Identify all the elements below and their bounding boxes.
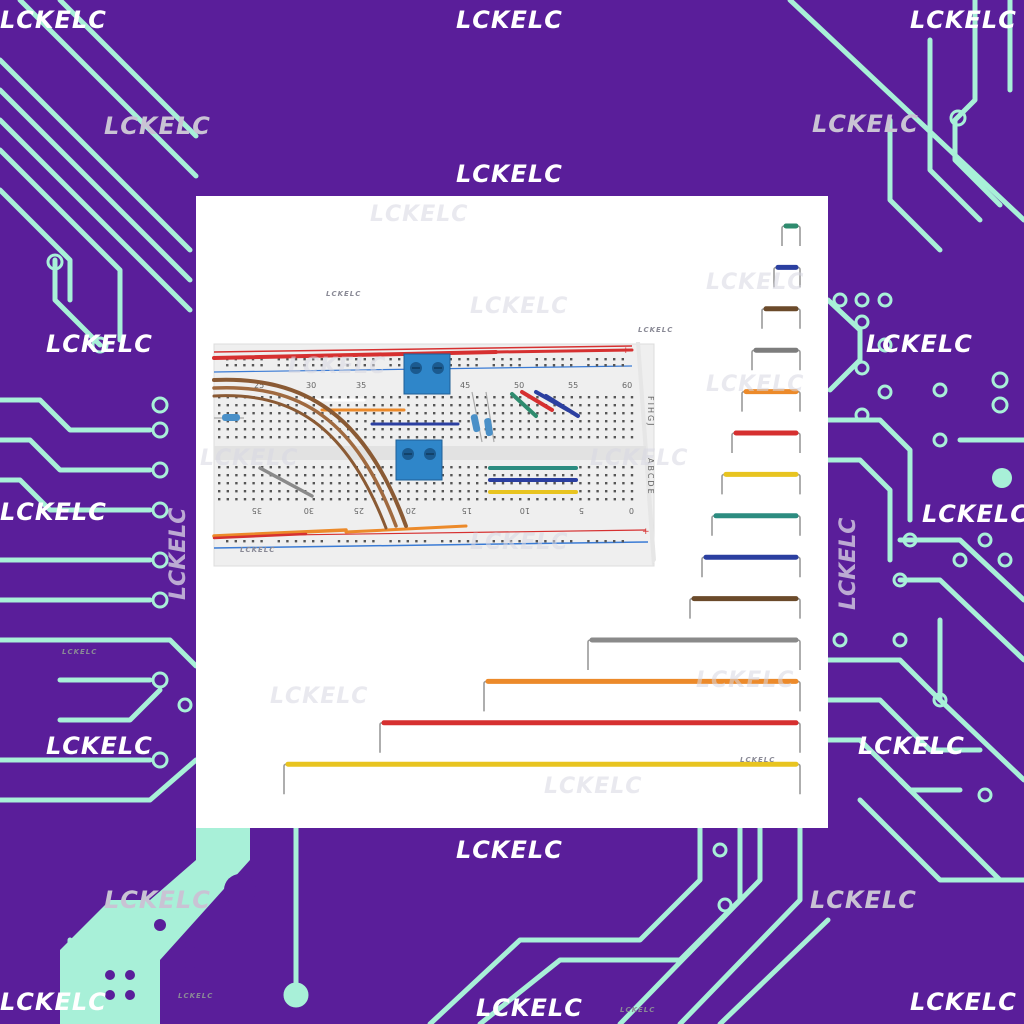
column-number: 30 — [306, 381, 316, 390]
jumper-wire-lead — [283, 763, 801, 795]
jumper-wire-lead — [379, 722, 801, 753]
column-number: 45 — [460, 381, 470, 390]
column-number: 60 — [622, 381, 632, 390]
watermark-text: LCKELC — [922, 500, 1024, 528]
watermark-text: LCKELC — [240, 546, 276, 554]
watermark-text: LCKELC — [0, 6, 107, 34]
jumper-wire-lead — [689, 597, 801, 619]
watermark-text: LCKELC — [456, 6, 563, 34]
product-image-panel: 25 30 35 40 45 50 55 60 35 30 25 20 15 1… — [196, 196, 828, 828]
jumper-wire-lead — [711, 515, 801, 536]
watermark-text: LCKELC — [0, 988, 107, 1016]
terminal-blocks — [395, 353, 451, 481]
column-number: 0 — [629, 506, 634, 515]
watermark-text: LCKELC — [104, 112, 211, 140]
watermark-text: LCKELC — [706, 372, 805, 397]
watermark-text: LCKELC — [46, 732, 153, 760]
watermark-text: LCKELC — [104, 886, 211, 914]
watermark-text: LCKELC — [544, 774, 643, 799]
jumper-wire-lead — [731, 432, 801, 453]
column-number: 10 — [520, 506, 530, 515]
watermark-text: LCKELC — [470, 530, 569, 555]
jumper-wire-lead — [781, 225, 801, 246]
column-number: 15 — [462, 506, 472, 515]
watermark-text: LCKELC — [590, 446, 689, 471]
jumper-wire-lead — [701, 556, 801, 578]
watermark-text: LCKELC — [910, 988, 1017, 1016]
column-number: 20 — [406, 506, 416, 515]
watermark-text: LCKELC — [740, 756, 776, 764]
watermark-text: LCKELC — [810, 886, 917, 914]
column-number: 55 — [568, 381, 578, 390]
watermark-text: LCKELC — [46, 330, 153, 358]
column-number: 25 — [254, 381, 264, 390]
column-number: 35 — [252, 506, 262, 515]
jumper-wire-lead — [721, 473, 801, 495]
watermark-text: LCKELC — [866, 330, 973, 358]
watermark-text: LCKELC — [270, 684, 369, 709]
row-letters: FIHGJ — [646, 396, 655, 428]
jumper-wire-set — [283, 223, 801, 795]
resistors — [214, 391, 495, 443]
watermark-text: LCKELC — [288, 354, 387, 379]
watermark-text: LCKELC — [476, 994, 583, 1022]
watermark-text: LCKELC — [370, 202, 469, 227]
column-number: 30 — [304, 506, 314, 515]
board-wires — [212, 348, 634, 540]
watermark-text: LCKELC — [812, 110, 919, 138]
breadboard-photo: 25 30 35 40 45 50 55 60 35 30 25 20 15 1… — [212, 223, 801, 795]
watermark-text: LCKELC — [910, 6, 1017, 34]
watermark-text: LCKELC — [836, 517, 861, 610]
column-number: 5 — [579, 506, 584, 515]
watermark-text: LCKELC — [456, 836, 563, 864]
watermark-text: LCKELC — [858, 732, 965, 760]
watermark-text: LCKELC — [638, 326, 674, 334]
watermark-text: LCKELC — [166, 507, 191, 600]
watermark-text: LCKELC — [706, 270, 805, 295]
jumper-wire-lead — [761, 308, 801, 329]
watermark-text: LCKELC — [200, 446, 299, 471]
watermark-text: LCKELC — [470, 294, 569, 319]
watermark-text: LCKELC — [456, 160, 563, 188]
watermark-text: LCKELC — [620, 1006, 656, 1014]
watermark-text: LCKELC — [326, 290, 362, 298]
watermark-text: LCKELC — [696, 668, 795, 693]
column-number: 35 — [356, 381, 366, 390]
watermark-text: LCKELC — [178, 992, 214, 1000]
plus-sign: + — [642, 527, 650, 537]
jumper-wire-lead — [587, 639, 801, 670]
jumper-wire-lead — [751, 349, 801, 371]
row-letters: ABCDE — [646, 458, 655, 496]
column-number: 50 — [514, 381, 524, 390]
column-number: 25 — [354, 506, 364, 515]
watermark-text: LCKELC — [0, 498, 107, 526]
watermark-text: LCKELC — [62, 648, 98, 656]
